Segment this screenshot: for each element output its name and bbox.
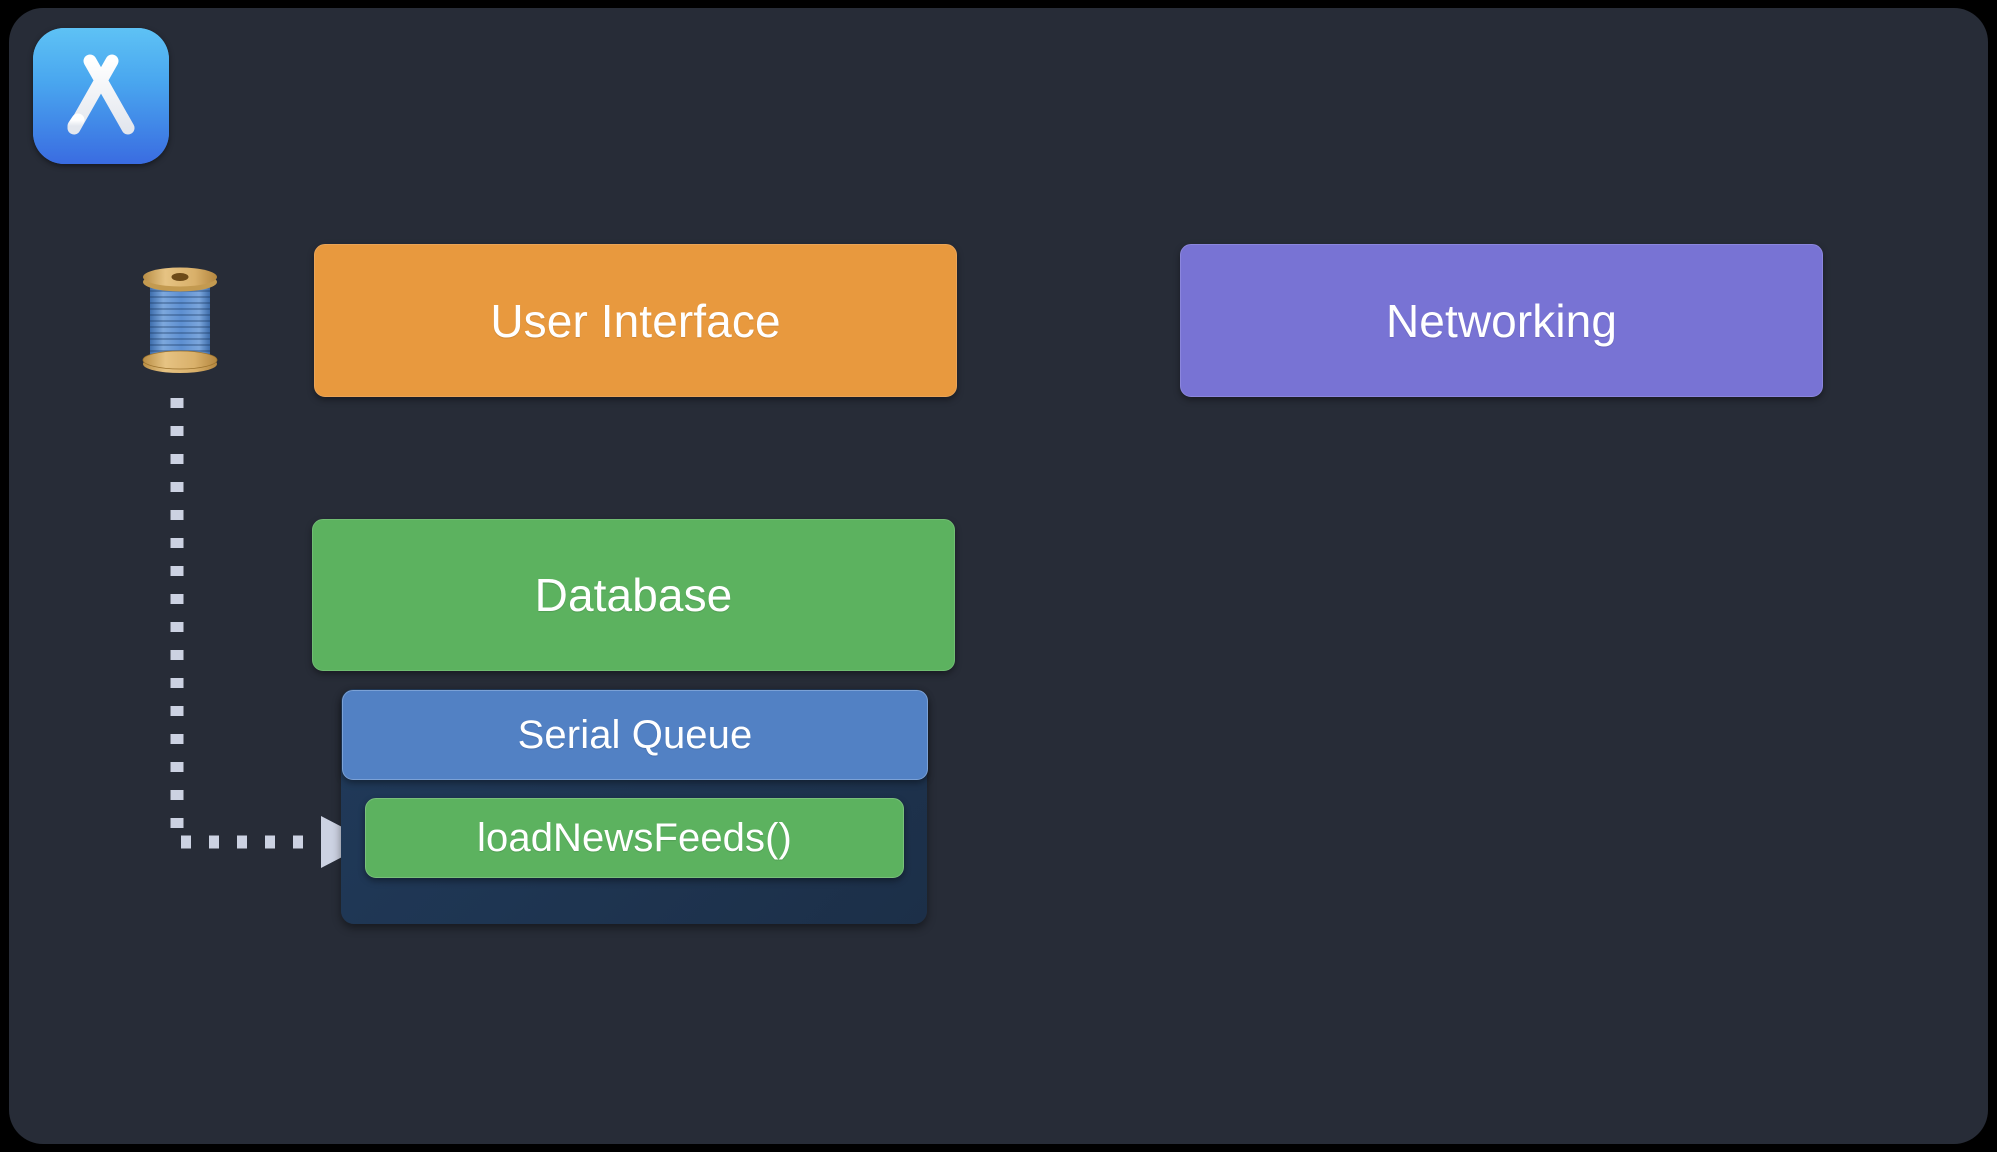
app-store-icon[interactable] bbox=[33, 28, 169, 164]
node-user-interface[interactable]: User Interface bbox=[314, 244, 957, 397]
diagram-canvas: User Interface Networking Database Seria… bbox=[9, 8, 1988, 1144]
node-user-interface-label: User Interface bbox=[490, 294, 781, 347]
node-networking[interactable]: Networking bbox=[1180, 244, 1823, 397]
node-database-label: Database bbox=[534, 569, 733, 621]
node-serial-queue[interactable]: Serial Queue bbox=[342, 690, 928, 780]
node-database[interactable]: Database bbox=[312, 519, 955, 671]
thread-spool-icon bbox=[137, 256, 223, 381]
node-networking-label: Networking bbox=[1385, 294, 1618, 347]
node-load-news-feeds[interactable]: loadNewsFeeds() bbox=[365, 798, 904, 878]
node-load-news-feeds-label: loadNewsFeeds() bbox=[477, 816, 792, 860]
node-serial-queue-label: Serial Queue bbox=[517, 713, 753, 757]
